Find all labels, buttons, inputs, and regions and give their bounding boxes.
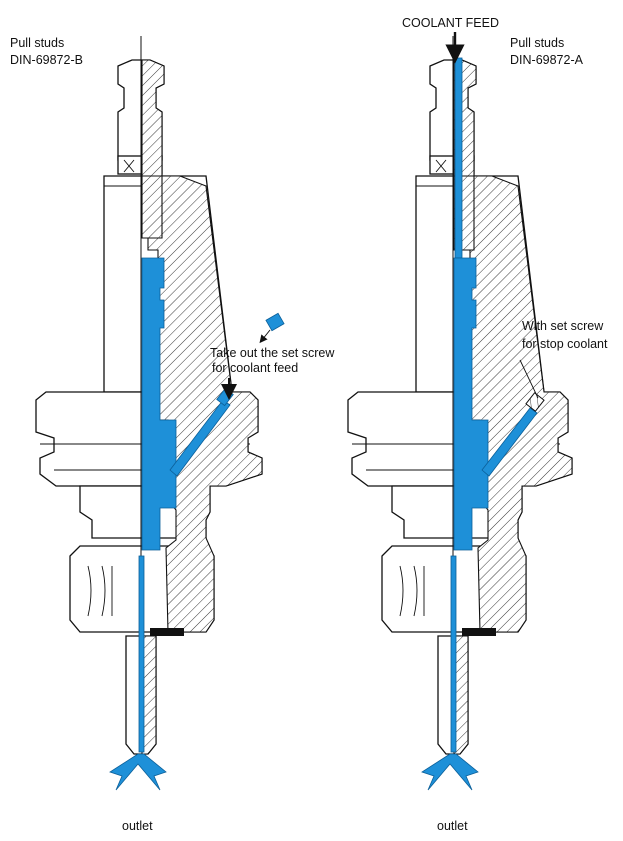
right-pull-stud-standard: DIN-69872-A: [510, 53, 584, 67]
right-pull-stud-title: Pull studs: [510, 36, 564, 50]
left-callout-line1: Take out the set screw: [210, 346, 335, 360]
left-tool-holder: [35, 36, 285, 791]
right-callout-line1: With set screw: [522, 319, 604, 333]
right-outlet-jet: [421, 753, 479, 791]
left-pull-stud-standard: DIN-69872-B: [10, 53, 83, 67]
right-diagonal-bore: [481, 407, 538, 477]
right-outlet-label: outlet: [437, 819, 468, 833]
right-tool-holder: [347, 32, 573, 791]
left-outlet-jet: [109, 753, 167, 791]
left-diagonal-bore: [169, 399, 231, 477]
left-callout-line2: for coolant feed: [212, 361, 298, 375]
right-callout-line2: for stop coolant: [522, 337, 608, 351]
left-removed-set-screw: [259, 312, 285, 344]
right-coolant-channel: [453, 257, 489, 551]
left-outlet-label: outlet: [122, 819, 153, 833]
left-pull-stud-title: Pull studs: [10, 36, 64, 50]
right-feed-bore: [454, 57, 463, 259]
left-coolant-channel: [141, 257, 177, 551]
coolant-feed-label: COOLANT FEED: [402, 16, 499, 30]
right-set-screw: [525, 392, 545, 412]
